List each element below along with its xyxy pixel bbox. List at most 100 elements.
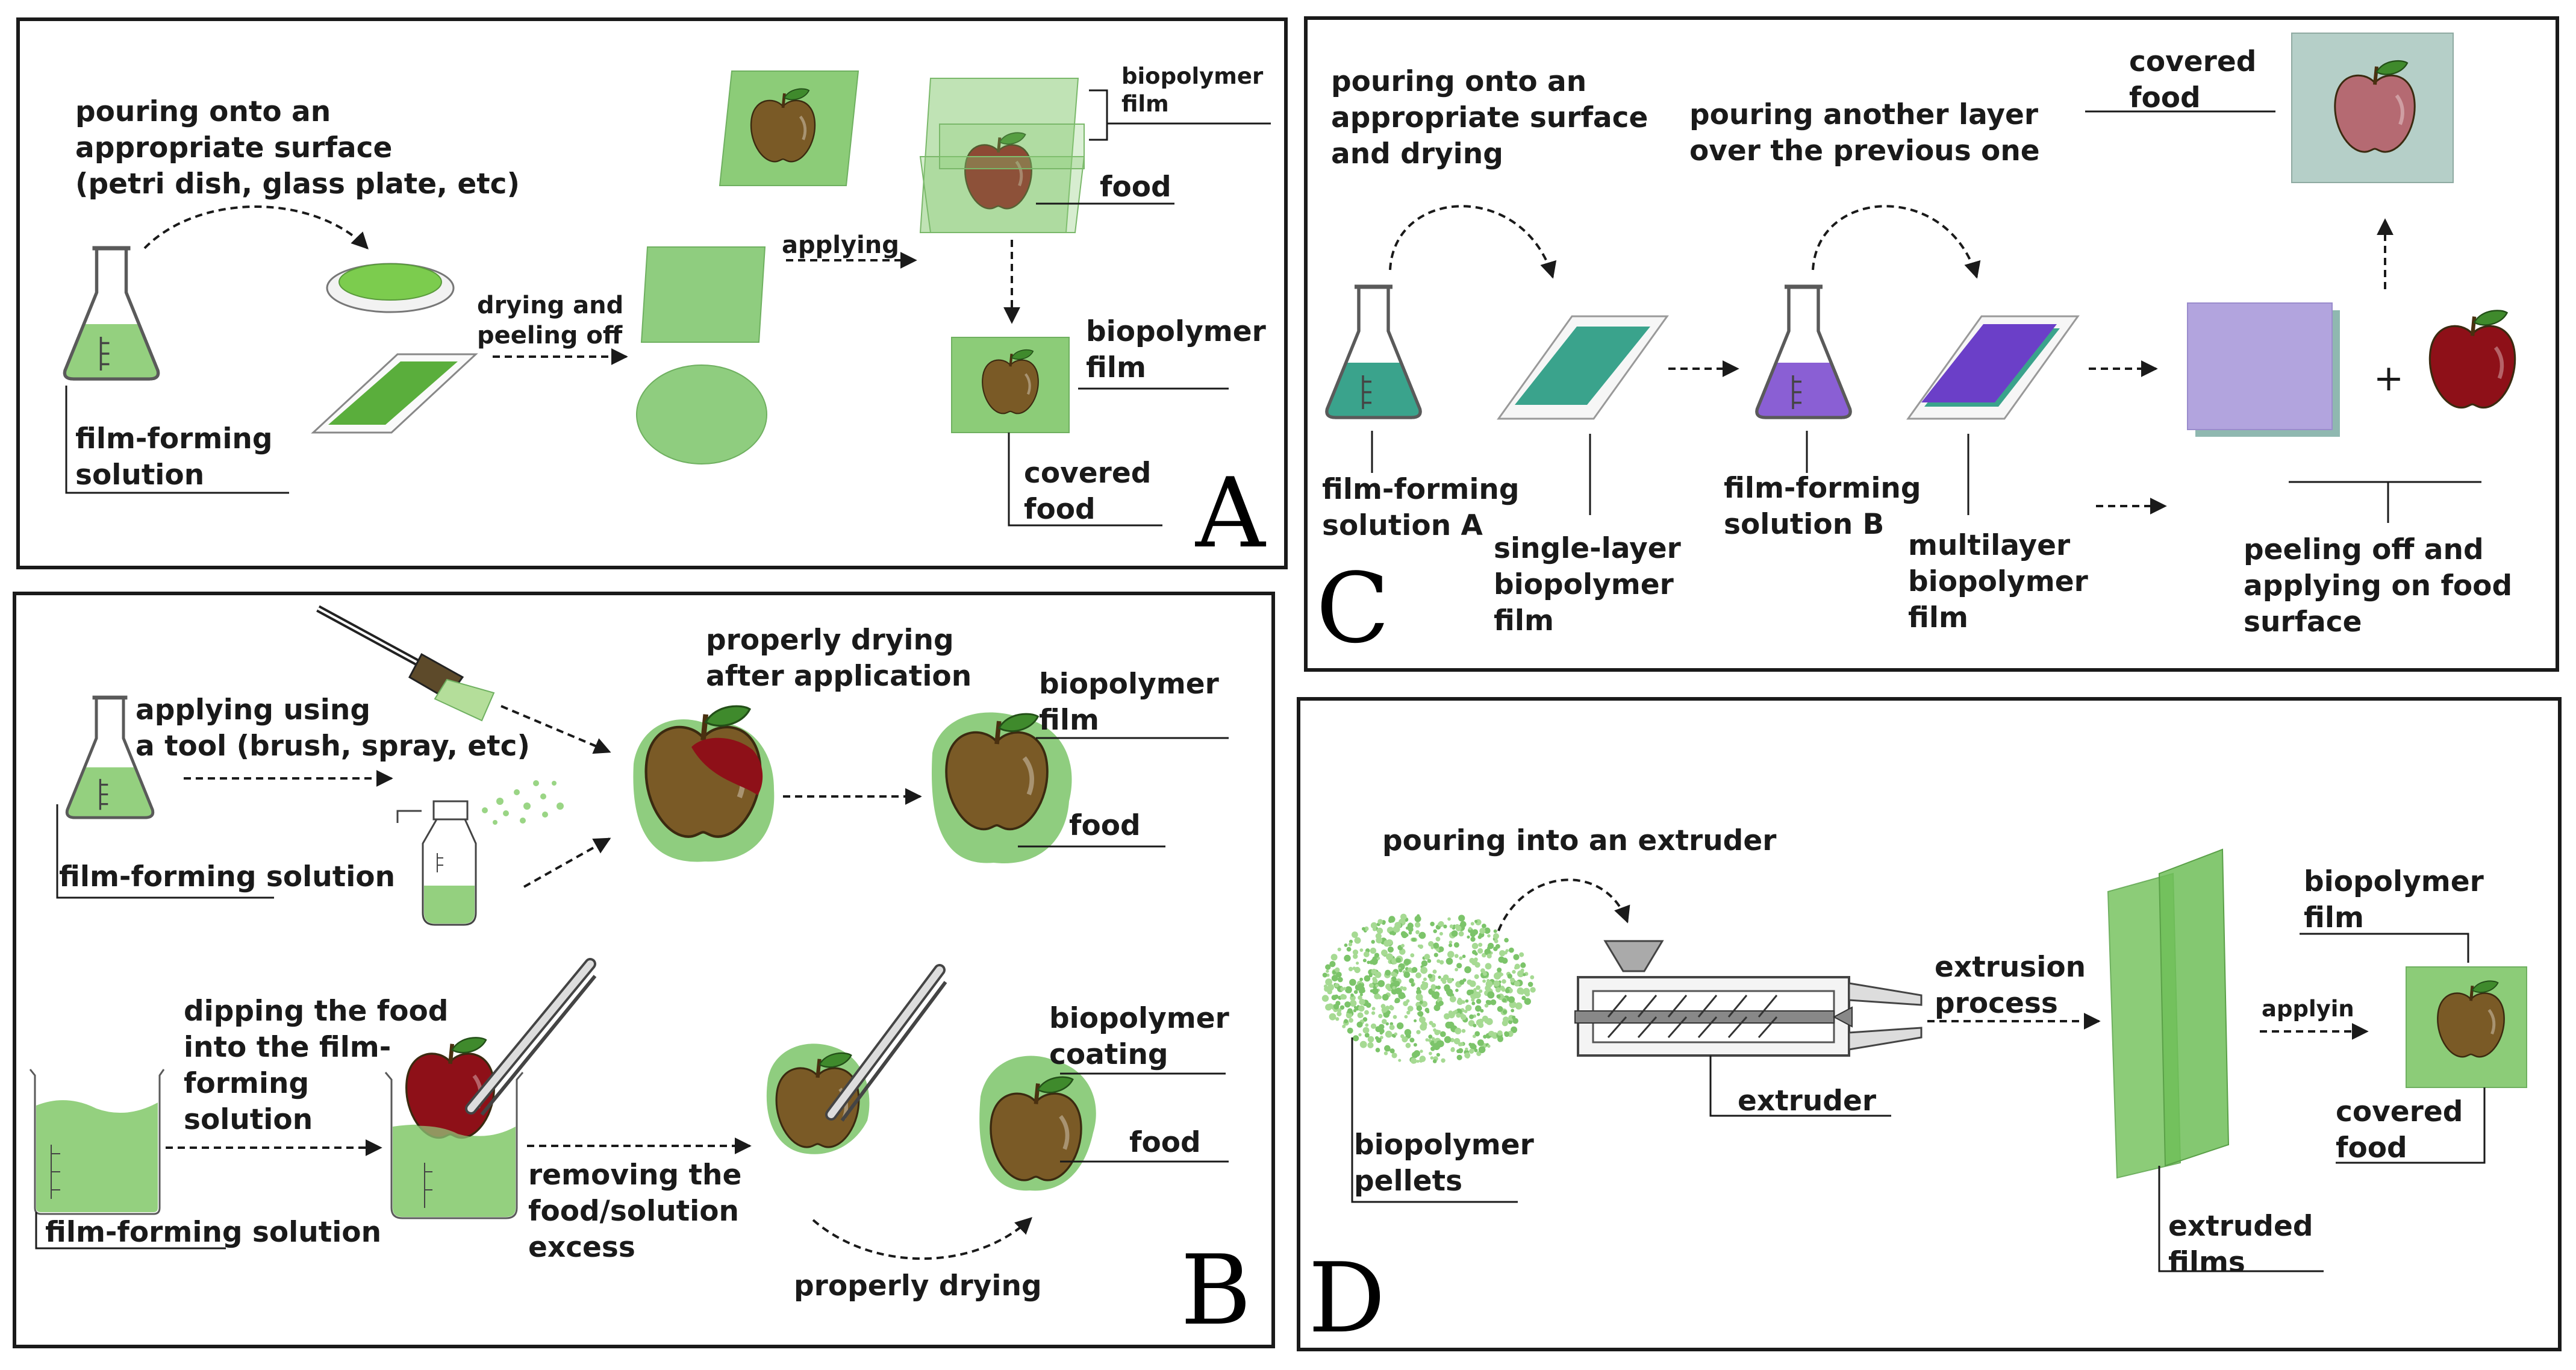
pellet — [1502, 979, 1506, 984]
flask-a-icon — [1327, 287, 1420, 418]
pellet — [1437, 1040, 1444, 1048]
pellet — [1439, 960, 1444, 965]
pellet — [1445, 1022, 1452, 1028]
pellet — [1465, 1047, 1468, 1051]
pellet — [1497, 1030, 1503, 1036]
pellet — [1484, 948, 1491, 956]
pellet — [1453, 942, 1459, 948]
pellet — [1381, 1007, 1387, 1013]
dipping-label-line: forming — [184, 1067, 310, 1100]
leader-line — [65, 386, 289, 494]
pellet — [1450, 1037, 1455, 1042]
tool-label-line: applying using — [136, 693, 370, 727]
pellet — [1378, 1024, 1385, 1030]
pellet — [1363, 951, 1370, 957]
pellet — [1470, 936, 1476, 942]
pellet — [1335, 967, 1340, 972]
film-label-line: film — [1121, 91, 1169, 117]
pellet — [1433, 929, 1437, 933]
pellet — [1469, 989, 1474, 995]
pellet — [1371, 1011, 1376, 1015]
pellet — [1406, 999, 1410, 1003]
pellet — [1403, 971, 1411, 978]
pellet — [1371, 958, 1378, 965]
pellet — [1376, 927, 1383, 934]
pellet — [1487, 942, 1494, 949]
pellet — [1346, 946, 1352, 952]
flask-b-icon — [1757, 287, 1850, 418]
pellet — [1485, 999, 1491, 1005]
pellet — [1497, 968, 1502, 972]
pellet — [1447, 917, 1451, 921]
pellet — [1371, 940, 1375, 944]
pellet — [1387, 946, 1394, 953]
multilayer-label-line: multilayer — [1908, 529, 2071, 562]
panel-a — [16, 17, 1288, 569]
pour-label-line: and drying — [1331, 137, 1503, 170]
pellet — [1504, 1031, 1509, 1036]
pellet — [1431, 1037, 1435, 1040]
pellet — [1346, 1012, 1353, 1019]
food-label: food — [1129, 1126, 1201, 1159]
pellet — [1345, 986, 1352, 993]
single-layer-label-line: film — [1494, 604, 1554, 637]
pellet — [1359, 977, 1364, 981]
pellet — [1397, 1022, 1404, 1030]
pellet — [1477, 1013, 1480, 1016]
pellet — [1344, 1019, 1349, 1024]
pellet — [1340, 993, 1346, 1000]
pellet — [1377, 919, 1383, 924]
pellet — [1454, 954, 1459, 959]
pellet — [1439, 1031, 1446, 1037]
pellet — [1495, 971, 1503, 978]
pellet — [1530, 975, 1535, 980]
pellet — [1409, 978, 1414, 984]
pellet — [1358, 1033, 1362, 1037]
pellet — [1382, 1019, 1387, 1024]
pellet — [1474, 919, 1478, 923]
pellet — [1511, 1009, 1515, 1013]
pellet — [1367, 1042, 1374, 1048]
spray-arrow — [523, 837, 611, 888]
leader-line — [1008, 433, 1162, 527]
pellet — [1459, 1042, 1464, 1046]
pellet — [1471, 959, 1477, 966]
pellet — [1419, 1000, 1423, 1004]
pellet — [1375, 1048, 1380, 1053]
pellet — [1391, 988, 1397, 995]
pellet — [1448, 1012, 1455, 1019]
pellet — [1392, 1015, 1397, 1019]
pellet — [1433, 1004, 1441, 1012]
panel-letter: C — [1316, 552, 1390, 665]
pour-arrow-c2 — [1812, 205, 1981, 279]
pellet — [1344, 943, 1348, 947]
pellet — [1336, 1011, 1342, 1016]
pellet — [1411, 983, 1415, 987]
pellet — [1497, 1006, 1503, 1012]
pellet — [1512, 1018, 1519, 1024]
pellet — [1349, 978, 1356, 986]
pellet — [1502, 957, 1508, 964]
pellet — [1416, 1030, 1421, 1034]
pellet — [1514, 963, 1520, 969]
pellet — [1416, 989, 1422, 995]
pellet — [1464, 1009, 1468, 1013]
pellet — [1469, 980, 1476, 987]
pellet — [1430, 921, 1435, 927]
pellet — [1381, 949, 1388, 956]
pellet — [1499, 950, 1506, 957]
pellet — [1435, 936, 1441, 942]
pellet — [1394, 980, 1400, 987]
leader-line — [2336, 1087, 2486, 1164]
pellet — [1487, 934, 1491, 938]
pellet — [1407, 967, 1412, 972]
pellet — [1353, 1009, 1357, 1013]
pellet — [1377, 995, 1382, 999]
pellet — [1445, 957, 1453, 965]
pour-label-line: appropriate surface — [75, 131, 393, 164]
pellet — [1460, 1014, 1467, 1021]
pellet — [1436, 1053, 1440, 1057]
pellet — [1383, 1051, 1388, 1056]
pellet — [1410, 953, 1415, 958]
pellet — [1333, 1004, 1339, 1010]
